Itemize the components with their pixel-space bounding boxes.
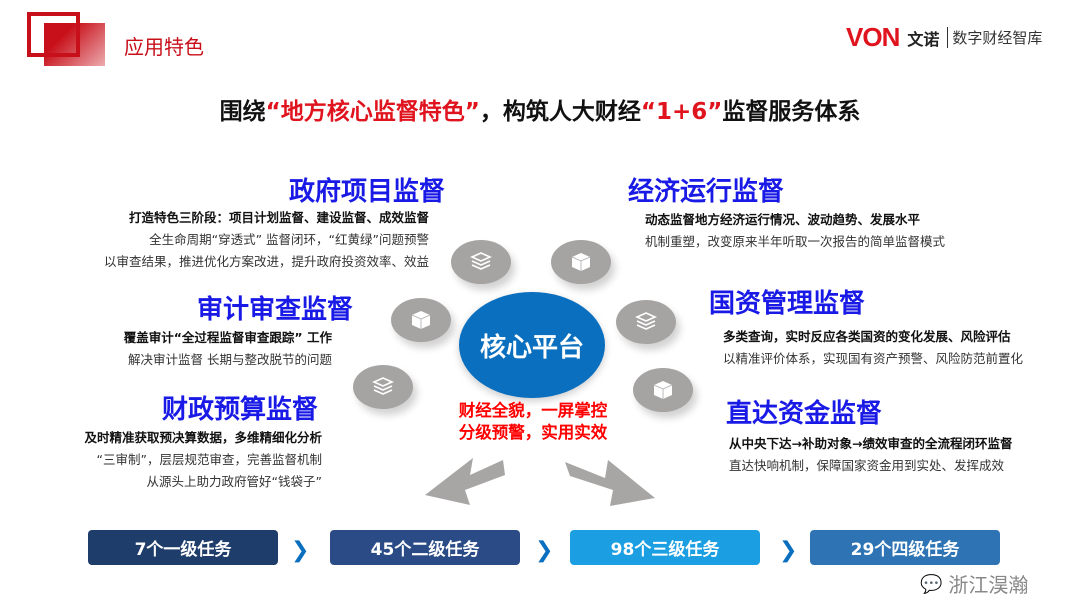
cube-icon: [633, 368, 693, 412]
headline-part: 围绕: [219, 99, 266, 125]
core-platform: 核心平台: [459, 292, 605, 398]
logo-subtitle: 数字财经智库: [947, 27, 1042, 48]
chevron-right-icon: ❯: [291, 538, 310, 563]
block-title: 经济运行监督: [628, 177, 785, 207]
block-line: 以精准评价体系，实现国有资产预警、风险防范前置化: [723, 351, 1024, 366]
task-level-1: 7个一级任务: [88, 530, 278, 565]
block-line: “三审制”，层层规范审查，完善监督机制: [96, 452, 322, 467]
block-text: 打造特色三阶段：项目计划监督、建设监督、成效监督 全生命周期“穿透式” 监督闭环…: [104, 207, 429, 273]
logo-square-outline: [27, 12, 80, 57]
block-line: 解决审计监督 长期与整改脱节的问题: [128, 352, 332, 367]
headline-highlight: “1+6”: [640, 99, 723, 125]
brand-logo: VON 文诺 数字财经智库: [846, 22, 1042, 53]
block-line: 从中央下达→补助对象→绩效审查的全流程闭环监督: [729, 436, 1013, 451]
block-text: 及时精准获取预决算数据，多维精细化分析 “三审制”，层层规范审查，完善监督机制 …: [84, 427, 322, 493]
task-level-2: 45个二级任务: [330, 530, 520, 565]
block-line: 打造特色三阶段：项目计划监督、建设监督、成效监督: [128, 210, 429, 225]
block-text: 覆盖审计“全过程监督审查跟踪” 工作 解决审计监督 长期与整改脱节的问题: [124, 327, 332, 371]
block-title: 国资管理监督: [709, 289, 866, 319]
block-line: 直达快响机制，保障国家资金用到实处、发挥成效: [729, 458, 1005, 473]
section-title: 应用特色: [124, 35, 204, 59]
block-line: 覆盖审计“全过程监督审查跟踪” 工作: [123, 330, 332, 345]
block-line: 以审查结果，推进优化方案改进，提升政府投资效率、效益: [103, 254, 429, 269]
block-title: 审计审查监督: [196, 295, 353, 325]
block-text: 动态监督地方经济运行情况、波动趋势、发展水平 机制重塑，改变原来半年听取一次报告…: [645, 209, 945, 253]
block-line: 全生命周期“穿透式” 监督闭环，“红黄绿”问题预警: [149, 232, 429, 247]
block-line: 动态监督地方经济运行情况、波动趋势、发展水平: [645, 212, 921, 227]
headline-part: 监督服务体系: [722, 99, 861, 125]
block-text: 从中央下达→补助对象→绩效审查的全流程闭环监督 直达快响机制，保障国家资金用到实…: [729, 433, 1012, 477]
layers-icon: [451, 240, 511, 284]
cube-icon: [551, 240, 611, 284]
watermark-text: 浙江淏瀚: [948, 573, 1029, 597]
headline-part: ，构筑人大财经: [479, 99, 641, 125]
logo-von: VON: [846, 22, 900, 52]
block-title: 直达资金监督: [726, 399, 883, 429]
cube-icon: [391, 298, 451, 342]
layers-icon: [353, 365, 413, 409]
block-title: 财政预算监督: [161, 395, 318, 425]
headline-highlight: “地方核心监督特色”: [265, 99, 480, 125]
logo-name: 文诺: [907, 29, 940, 49]
layers-icon: [616, 300, 676, 344]
split-arrows-icon: [425, 458, 655, 506]
block-text: 多类查询，实时反应各类国资的变化发展、风险评估 以精准评价体系，实现国有资产预警…: [723, 326, 1023, 370]
block-line: 及时精准获取预决算数据，多维精细化分析: [84, 430, 322, 445]
block-line: 机制重塑，改变原来半年听取一次报告的简单监督模式: [645, 234, 946, 249]
task-level-4: 29个四级任务: [810, 530, 1000, 565]
wechat-icon: 💬: [920, 574, 943, 595]
core-slogan: 财经全貌，一屏掌控 分级预警，实用实效: [443, 400, 623, 444]
watermark: 💬 浙江淏瀚: [920, 572, 1028, 598]
headline: 围绕“地方核心监督特色”，构筑人大财经“1+6”监督服务体系: [0, 92, 1080, 126]
block-line: 从源头上助力政府管好“钱袋子”: [146, 474, 322, 489]
task-level-3: 98个三级任务: [570, 530, 760, 565]
chevron-right-icon: ❯: [535, 538, 554, 563]
block-line: 多类查询，实时反应各类国资的变化发展、风险评估: [723, 329, 1011, 344]
slogan-line: 分级预警，实用实效: [458, 423, 608, 442]
chevron-right-icon: ❯: [779, 538, 798, 563]
logo-square-filled: [44, 23, 105, 66]
slogan-line: 财经全貌，一屏掌控: [458, 401, 608, 420]
block-title: 政府项目监督: [288, 177, 445, 207]
